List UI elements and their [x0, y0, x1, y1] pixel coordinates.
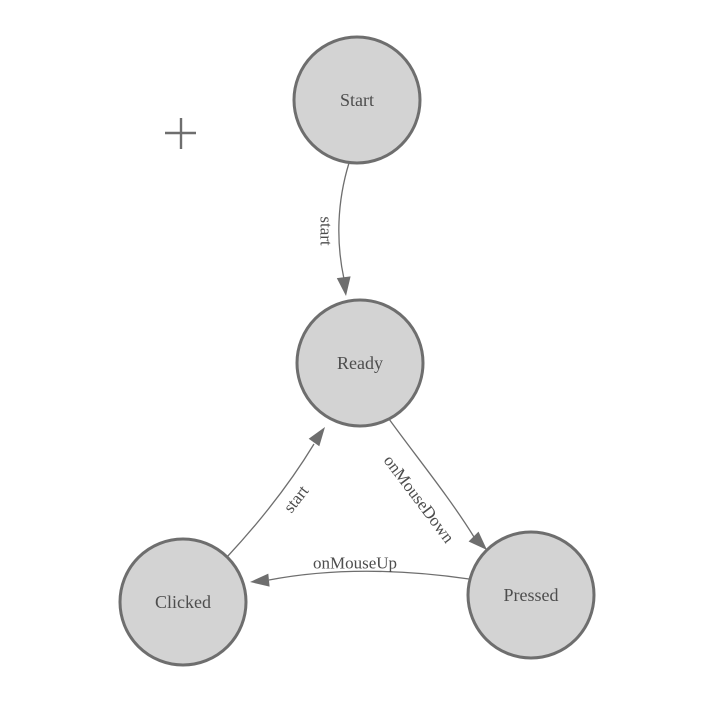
- state-node-clicked[interactable]: Clicked: [118, 537, 248, 667]
- state-node-ready-circle[interactable]: [295, 298, 425, 428]
- edge-ready-to-pressed: onMouseDown: [380, 418, 487, 550]
- edge-pressed-to-clicked: onMouseUp: [250, 554, 470, 587]
- state-node-clicked-label: Clicked: [155, 592, 211, 612]
- state-node-pressed[interactable]: Pressed: [466, 530, 596, 660]
- edge-label-start-left: start: [280, 481, 313, 516]
- crosshair-plus-icon: [165, 118, 196, 149]
- edge-label-onmouseup: onMouseUp: [313, 554, 397, 573]
- edge-ready-to-pressed-line[interactable]: [388, 418, 475, 538]
- edge-start-to-ready-line[interactable]: [338, 162, 350, 280]
- edge-pressed-to-clicked-line[interactable]: [268, 570, 470, 581]
- state-node-start-label: Start: [340, 90, 374, 110]
- state-node-pressed-label: Pressed: [504, 585, 559, 605]
- arrowhead-into-pressed: [468, 531, 487, 550]
- edge-start-to-ready: start: [317, 162, 351, 296]
- edge-clicked-to-ready: start: [226, 427, 325, 558]
- edge-label-onmousedown: onMouseDown: [380, 451, 459, 547]
- state-node-ready-label: Ready: [337, 353, 383, 373]
- state-node-clicked-circle[interactable]: [118, 537, 248, 667]
- arrowhead-into-clicked: [250, 573, 270, 587]
- arrowhead-into-ready: [336, 276, 351, 296]
- state-node-start[interactable]: Start: [292, 35, 422, 165]
- state-node-pressed-circle[interactable]: [466, 530, 596, 660]
- state-node-start-circle[interactable]: [292, 35, 422, 165]
- edge-label-start-top: start: [317, 216, 336, 246]
- edge-clicked-to-ready-line[interactable]: [226, 443, 315, 558]
- arrowhead-into-ready-2: [308, 427, 325, 447]
- state-node-ready[interactable]: Ready: [295, 298, 425, 428]
